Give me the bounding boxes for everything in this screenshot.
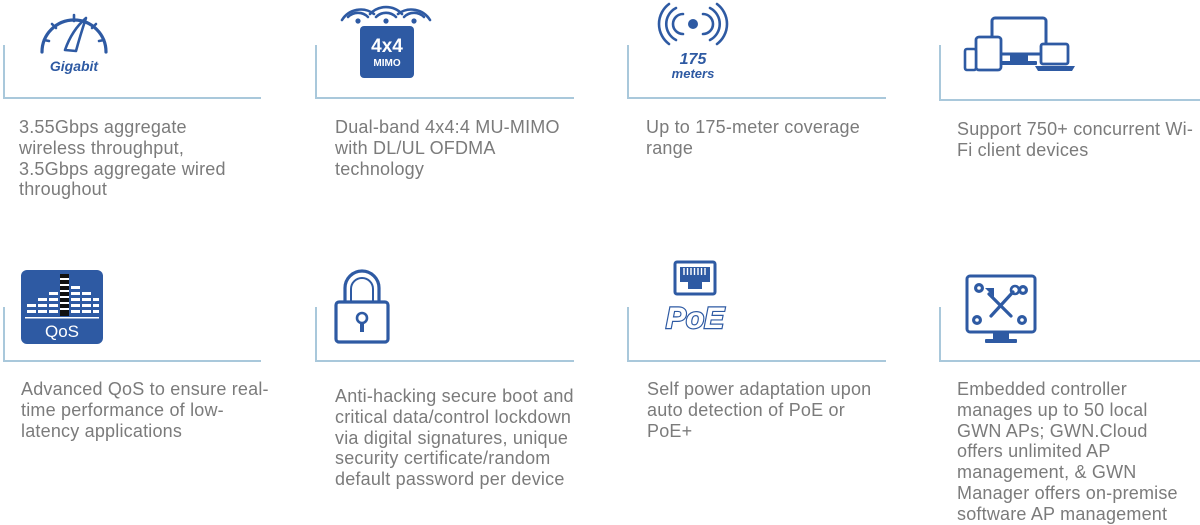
poe-icon: PoE (665, 260, 726, 336)
lock-icon (334, 269, 390, 344)
gigabit-label: Gigabit (50, 58, 100, 74)
feature-description: Anti-hacking secure boot and critical da… (335, 386, 574, 490)
feature-description: Embedded controller manages up to 50 loc… (957, 379, 1178, 524)
divider-vertical (315, 307, 317, 362)
speedometer-icon: Gigabit (40, 13, 108, 74)
coverage-main-label: 175 (680, 51, 708, 68)
feature-description: Up to 175-meter coverage range (646, 117, 860, 158)
feature-description: Self power adaptation upon auto detectio… (647, 379, 872, 441)
divider-horizontal (627, 97, 886, 99)
divider-horizontal (315, 97, 574, 99)
coverage-icon: 175 meters (657, 2, 729, 81)
mimo-main-label: 4x4 (371, 36, 403, 57)
coverage-sub-label: meters (672, 66, 715, 81)
qos-icon: QoS (21, 270, 103, 344)
controller-icon (965, 274, 1037, 343)
divider-horizontal (3, 360, 261, 362)
feature-description: 3.55Gbps aggregate wireless throughput, … (19, 117, 226, 200)
feature-description: Advanced QoS to ensure real-time perform… (21, 379, 269, 441)
poe-label: PoE (666, 302, 725, 335)
divider-horizontal (315, 360, 574, 362)
devices-icon (963, 16, 1075, 72)
divider-vertical (3, 45, 5, 99)
divider-vertical (627, 307, 629, 362)
divider-vertical (627, 45, 629, 99)
divider-vertical (315, 45, 317, 99)
feature-description: Dual-band 4x4:4 MU-MIMO with DL/UL OFDMA… (335, 117, 560, 179)
divider-horizontal (3, 97, 261, 99)
divider-horizontal (939, 360, 1200, 362)
divider-horizontal (627, 360, 886, 362)
mimo-icon: 4x4 MIMO (340, 5, 432, 78)
divider-vertical (939, 307, 941, 362)
divider-vertical (939, 45, 941, 99)
divider-horizontal (939, 99, 1200, 101)
divider-vertical (3, 307, 5, 362)
mimo-sub-label: MIMO (373, 58, 400, 69)
qos-label: QoS (45, 322, 79, 341)
feature-description: Support 750+ concurrent Wi-Fi client dev… (957, 119, 1194, 160)
